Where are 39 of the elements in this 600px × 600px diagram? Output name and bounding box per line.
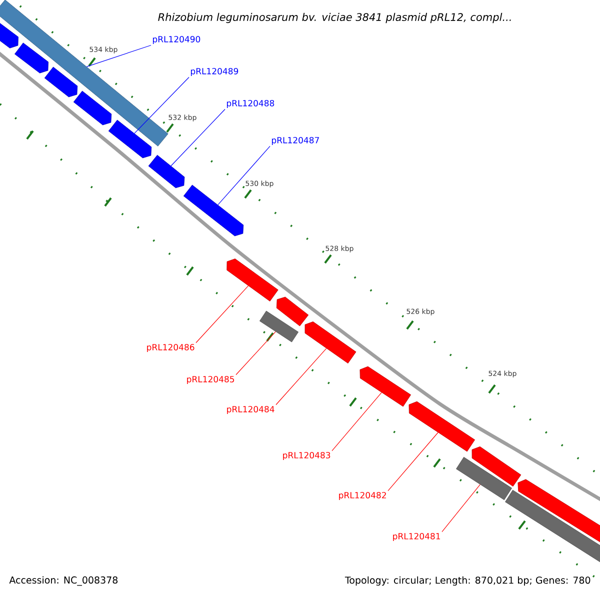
gene-block	[472, 446, 522, 487]
gene-label: pRL120486	[147, 344, 194, 352]
gene-block	[0, 22, 18, 48]
gene-block	[518, 479, 600, 545]
leader-line	[218, 146, 270, 206]
gene-block	[14, 42, 48, 74]
leader-line	[170, 108, 226, 166]
gene-bar	[456, 456, 512, 500]
gene-label: pRL120483	[283, 452, 330, 460]
gene-block	[44, 66, 78, 98]
gene-label: pRL120485	[187, 376, 234, 384]
gene-label: pRL120489	[190, 68, 238, 76]
gene-block	[360, 366, 411, 407]
gene-block	[183, 184, 244, 236]
gene-block	[276, 296, 309, 326]
leader-line	[86, 44, 152, 67]
leader-line	[276, 348, 327, 406]
gene-block	[304, 321, 356, 364]
gene-label: pRL120481	[393, 532, 440, 542]
gene-label: pRL120482	[339, 492, 386, 500]
leader-line	[442, 484, 480, 532]
gene-label: pRL120490	[152, 36, 200, 44]
title: Rhizobium leguminosarum bv. viciae 3841 plasmid pRL12, compl...	[158, 12, 511, 24]
gene-label: pRL120488	[226, 100, 274, 108]
gene-block	[226, 258, 278, 302]
gene-label: pRL120484	[227, 406, 274, 414]
leader-line	[236, 331, 276, 376]
gene-label: pRL120487	[272, 136, 319, 146]
accession-text: Accession: NC_008378	[9, 576, 118, 586]
gene-block	[108, 120, 152, 158]
gene-block	[408, 401, 475, 452]
gene-block	[148, 154, 185, 188]
gene-block	[73, 90, 112, 126]
leader-line	[332, 392, 382, 452]
gene-bar	[260, 310, 298, 342]
leader-line	[388, 432, 438, 492]
summary-text: Topology: circular; Length: 870,021 bp; Genes: 780	[344, 576, 590, 586]
leader-line	[134, 76, 190, 134]
leader-line	[196, 286, 249, 344]
